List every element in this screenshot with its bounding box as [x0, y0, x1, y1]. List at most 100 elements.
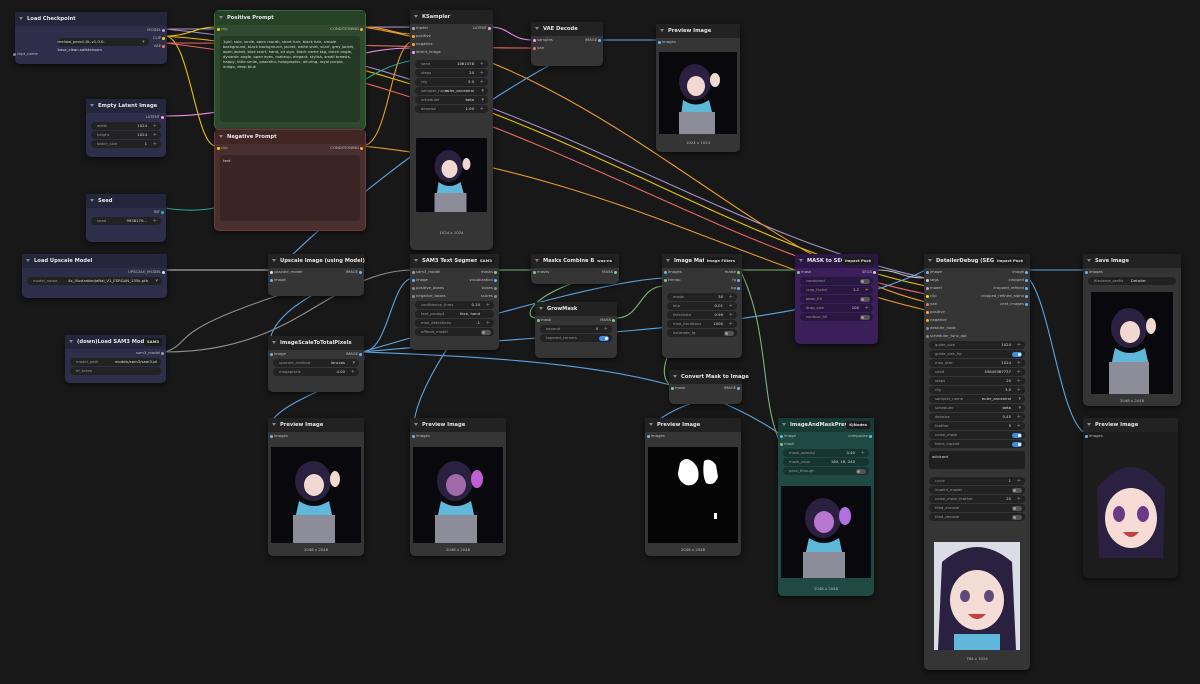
tiled-encode-toggle[interactable]: tiled_encode — [929, 504, 1025, 512]
image-output[interactable]: IMAGE — [584, 37, 602, 42]
mask-input[interactable]: mask — [536, 317, 552, 322]
conditioning-output[interactable]: CONDITIONING — [330, 145, 363, 150]
negative-input[interactable]: negative — [926, 317, 947, 322]
prompt-textarea[interactable]: text — [220, 155, 360, 221]
bbox-fill-toggle[interactable]: bbox_fill — [800, 295, 873, 303]
clip-input[interactable]: clip — [217, 145, 228, 150]
latent-output[interactable]: LATENT — [145, 114, 165, 119]
negative-input[interactable]: negative — [412, 41, 433, 46]
fg-output[interactable]: fg — [732, 277, 740, 282]
mask-output[interactable]: MASK — [600, 317, 615, 322]
images-input[interactable]: images — [1085, 269, 1103, 274]
prompt-textarea[interactable]: 1girl, solo, smile, open mouth, short ha… — [220, 36, 360, 122]
force-inpaint-toggle[interactable]: force_inpaint — [929, 440, 1025, 448]
image-input[interactable]: image — [780, 433, 796, 438]
offload-model-toggle[interactable]: offload_model — [415, 328, 494, 336]
scores-output[interactable]: scores — [480, 293, 498, 298]
mask-input[interactable]: mask — [779, 441, 795, 446]
upscale-model-input[interactable]: upscale_model — [269, 269, 303, 274]
cnet-images-output[interactable]: cnet_images — [999, 301, 1029, 306]
visualization-output[interactable]: visualization — [469, 277, 497, 282]
estimate-fg-toggle[interactable]: estimate_fg — [667, 329, 737, 337]
sam3-model-input[interactable]: sam3_model — [411, 269, 441, 274]
image-input[interactable]: image — [270, 277, 286, 282]
images-input[interactable]: images — [412, 433, 430, 438]
vae-output[interactable]: VAE — [153, 43, 166, 48]
image-output[interactable]: IMAGE — [345, 351, 363, 356]
segs-output[interactable]: SEGS — [861, 269, 877, 274]
vae-input[interactable]: vae — [533, 45, 544, 50]
positive-input[interactable]: positive — [412, 33, 431, 38]
trimap-input[interactable]: trimap — [664, 277, 681, 282]
cropped-refined-output[interactable]: cropped_refined — [993, 285, 1028, 290]
images-input[interactable]: images — [664, 269, 682, 274]
boxes-output[interactable]: boxes — [481, 285, 498, 290]
model-input[interactable]: model — [926, 285, 942, 290]
scheduler-func-input[interactable]: scheduler_func_opt — [926, 333, 967, 338]
image-output[interactable]: image — [1012, 269, 1028, 274]
mask-output[interactable]: MASK — [602, 269, 617, 274]
conditioning-output[interactable]: CONDITIONING — [330, 26, 363, 31]
mask-input[interactable]: mask — [796, 269, 812, 274]
noise-mask-toggle[interactable]: noise_mask — [929, 431, 1025, 439]
positive-boxes-input[interactable]: positive_boxes — [412, 285, 444, 290]
hf-token-field[interactable]: hf_token — [70, 367, 161, 375]
preview-image-node[interactable]: Preview Image images 2048 x 2048 — [645, 418, 741, 556]
image-input[interactable]: image — [412, 277, 428, 282]
negative-boxes-input[interactable]: negative_boxes — [412, 293, 446, 298]
model-output[interactable]: MODEL — [147, 27, 165, 32]
preview-image-node[interactable]: Preview Image images — [1083, 418, 1178, 578]
cropped-refined-alpha-output[interactable]: cropped_refined_alpha — [980, 293, 1029, 298]
bg-output[interactable]: bg — [731, 285, 740, 290]
model-input[interactable]: model — [412, 25, 428, 30]
preview-image-node[interactable]: Preview Image images 2048 x 2048 — [410, 418, 506, 556]
cropped-output[interactable]: cropped — [1008, 277, 1029, 282]
latent-image-input[interactable]: latent_image — [412, 49, 441, 54]
segs-input[interactable]: segs — [926, 277, 939, 282]
max-detections-widget[interactable]: max_detections-1+ — [415, 319, 494, 327]
matte-output[interactable]: matte — [724, 269, 741, 274]
inpaint-model-toggle[interactable]: inpaint_model — [929, 486, 1025, 494]
preview-image-node[interactable]: Preview Image images 1024 x 1024 — [656, 24, 740, 152]
download-sam3-node[interactable]: (down)Load SAM3 Model SAM3 sam3_model mo… — [65, 335, 166, 383]
preview-image-node[interactable]: Preview Image images 2048 x 2048 — [268, 418, 364, 556]
contour-fill-toggle[interactable]: contour_fill — [800, 313, 873, 321]
